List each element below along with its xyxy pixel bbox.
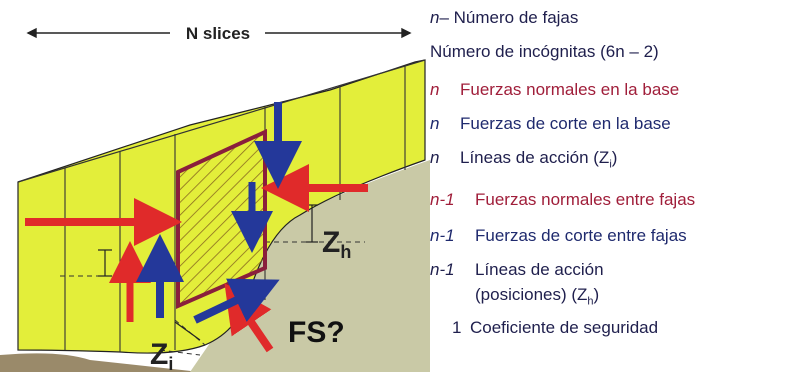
zi-dimension [174, 321, 201, 341]
n-slices-indicator [26, 27, 412, 39]
slope-slice-diagram: N slices Zh Zi FS? [0, 24, 430, 372]
zi-label: Zi [150, 338, 173, 372]
zh-label: Zh [322, 226, 351, 262]
ground-surface-line [17, 59, 426, 183]
force-arrows [25, 102, 368, 353]
ground-below-slip [0, 353, 200, 372]
legend-title: n – Número de fajas [430, 8, 579, 27]
fs-label: FS? [288, 316, 345, 349]
legend-item: (posiciones) (Zh) [475, 285, 600, 308]
legend-unknowns: Número de incógnitas (6n – 2) [430, 42, 659, 61]
legend: n – Número de fajas Número de incógnitas… [430, 0, 798, 372]
n-slices-label: N slices [186, 24, 250, 43]
